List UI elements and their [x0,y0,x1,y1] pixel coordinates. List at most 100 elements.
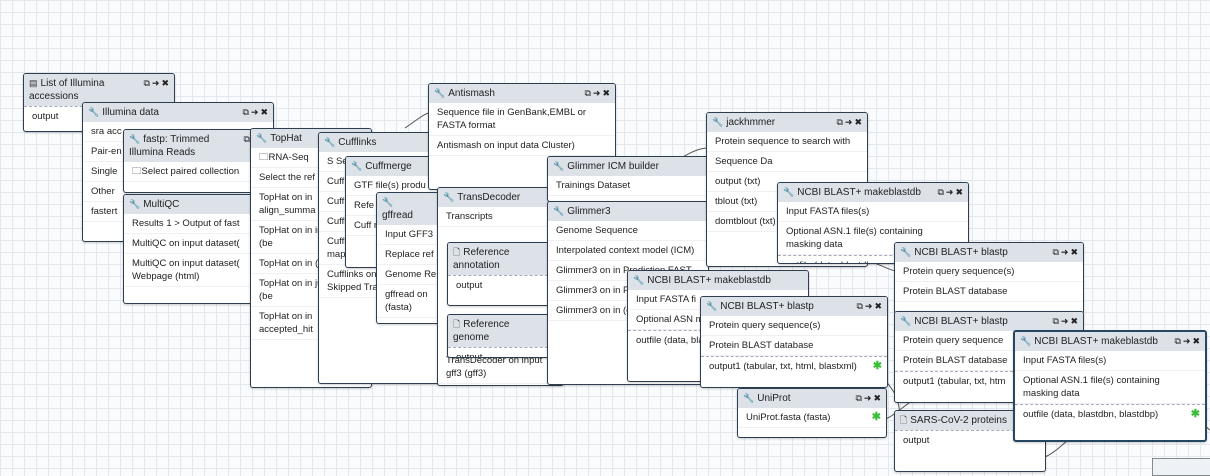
node-reference-annotation[interactable]: 🗋Reference annotation output [447,242,554,306]
node-title: Antismash [448,88,495,99]
wrench-icon: 🔧 [783,187,795,197]
copy-icon[interactable]: ⧉ [836,117,844,127]
input-row: Optional ASN.1 file(s) containing maskin… [778,222,968,255]
close-icon[interactable]: ✖ [602,88,611,98]
copy-icon[interactable]: ⧉ [937,187,945,197]
input-row: Transcripts [438,207,563,227]
wrench-icon: 🔧 [553,161,565,171]
arrow-right-icon[interactable]: ➜ [592,88,602,98]
input-row: Genome Sequence [548,221,708,241]
node-title: NCBI BLAST+ blastp [914,247,1008,258]
close-icon[interactable]: ✖ [874,301,883,311]
copy-icon[interactable]: ⧉ [1174,336,1182,346]
output-row: TopHat on in (bed) [251,254,371,274]
wrench-icon: 🔧 [256,133,268,143]
close-icon[interactable]: ✖ [1192,336,1201,346]
wrench-icon: 🔧 [712,117,724,127]
node-title: fastp: Trimmed Illumina Reads [129,134,210,158]
output-row: Antismash on input data Cluster) [429,136,615,156]
output-row: MultiQC on input dataset( [124,234,274,254]
arrow-right-icon[interactable]: ➜ [945,187,955,197]
close-icon[interactable]: ✖ [161,78,170,88]
copy-icon[interactable]: ⧉ [143,78,151,88]
node-title: NCBI BLAST+ makeblastdb [797,187,921,198]
node-reference-genome[interactable]: 🗋Reference genome output [447,314,554,358]
copy-icon[interactable]: ⧉ [242,107,250,117]
output-row: output1 (tabular, txt, html, blastxml)✱ [701,356,887,376]
input-row: Protein BLAST database [701,336,887,356]
wrench-icon: 🔧 [706,301,718,311]
wrench-icon: 🔧 [324,137,336,147]
arrow-right-icon[interactable]: ➜ [1060,247,1070,257]
wrench-icon: 🔧 [1020,336,1032,346]
node-title: jackhmmer [726,117,776,128]
node-makeblastdb-2[interactable]: 🔧NCBI BLAST+ makeblastdb ⧉➜✖ Input FASTA… [1013,330,1207,442]
copy-icon[interactable]: ⧉ [243,134,251,144]
close-icon[interactable]: ✖ [873,393,882,403]
wrench-icon: 🔧 [129,199,141,209]
node-title: Glimmer3 [567,206,611,217]
copy-icon[interactable]: ⧉ [1052,316,1060,326]
wrench-icon: 🔧 [88,107,100,117]
node-blastp-top[interactable]: 🔧NCBI BLAST+ blastp ⧉➜✖ Protein query se… [894,242,1084,314]
close-icon[interactable]: ✖ [854,117,863,127]
output-row: outfile (data, blastdbn, blastdbp)✱ [1015,404,1205,424]
star-icon[interactable]: ✱ [872,360,882,372]
output-row: TopHat on in accepted_hit [251,307,371,340]
folder-icon: 🗀 [259,152,269,163]
arrow-right-icon[interactable]: ➜ [844,117,854,127]
copy-icon[interactable]: ⧉ [856,301,864,311]
node-title: Reference annotation [453,247,510,271]
wrench-icon: 🔧 [900,316,912,326]
arrow-right-icon[interactable]: ➜ [864,301,874,311]
node-title: MultiQC [143,199,180,210]
input-row: Trainings Dataset [548,176,708,196]
copy-icon[interactable]: ⧉ [584,88,592,98]
input-row: Protein query sequence [895,331,1083,351]
node-title: Cufflinks [338,137,377,148]
close-icon[interactable]: ✖ [1070,247,1079,257]
node-glimmer-icm[interactable]: 🔧Glimmer ICM builder Trainings Dataset [547,156,709,202]
close-icon[interactable]: ✖ [955,187,964,197]
star-icon[interactable]: ✱ [1190,408,1200,420]
wrench-icon: 🔧 [434,88,446,98]
node-gffread[interactable]: 🔧gffread Input GFF3 Replace ref Genome R… [376,192,448,324]
input-row: Select the ref [251,168,371,188]
node-uniprot[interactable]: 🔧UniProt ⧉➜✖ UniProt.fasta (fasta)✱ [737,388,887,438]
wrench-icon: 🔧 [129,134,141,144]
node-multiqc[interactable]: 🔧MultiQC Results 1 > Output of fast Mult… [123,194,275,304]
node-title: Reference genome [453,319,510,343]
node-title: NCBI BLAST+ blastp [720,301,814,312]
node-title: Illumina data [102,107,159,118]
arrow-right-icon[interactable]: ➜ [1182,336,1192,346]
node-title: gffread [382,210,413,221]
minimap[interactable] [1152,458,1210,476]
arrow-right-icon[interactable]: ➜ [151,78,161,88]
input-row: Protein query sequence(s) [895,262,1083,282]
output-row: TopHat on in junctions (be [251,274,371,307]
output-row: TopHat on in insertions (be [251,221,371,254]
output-row: output1 (tabular, txt, htm [895,371,1083,391]
arrow-right-icon[interactable]: ➜ [1060,316,1070,326]
wrench-icon: 🔧 [743,393,755,403]
node-title: List of Illumina accessions [29,78,105,102]
input-row: Protein BLAST database [895,351,1083,371]
arrow-right-icon[interactable]: ➜ [863,393,873,403]
input-row: Protein query sequence(s) [701,316,887,336]
star-icon[interactable]: ✱ [871,411,881,423]
copy-icon[interactable]: ⧉ [855,393,863,403]
node-title: TransDecoder [457,192,521,203]
close-icon[interactable]: ✖ [1070,316,1079,326]
node-blastp-mid[interactable]: 🔧NCBI BLAST+ blastp ⧉➜✖ Protein query se… [700,296,888,388]
input-row: Optional ASN.1 file(s) containing maskin… [1015,371,1205,404]
arrow-right-icon[interactable]: ➜ [250,107,260,117]
input-row: Input GFF3 [377,225,447,245]
copy-icon[interactable]: ⧉ [1052,247,1060,257]
wrench-icon: 🔧 [443,192,455,202]
input-row: Replace ref [377,245,447,265]
close-icon[interactable]: ✖ [260,107,269,117]
output-row: UniProt.fasta (fasta)✱ [738,408,886,428]
input-row: 🗀RNA-Seq [251,148,371,168]
input-row: Genome Re [377,265,447,285]
